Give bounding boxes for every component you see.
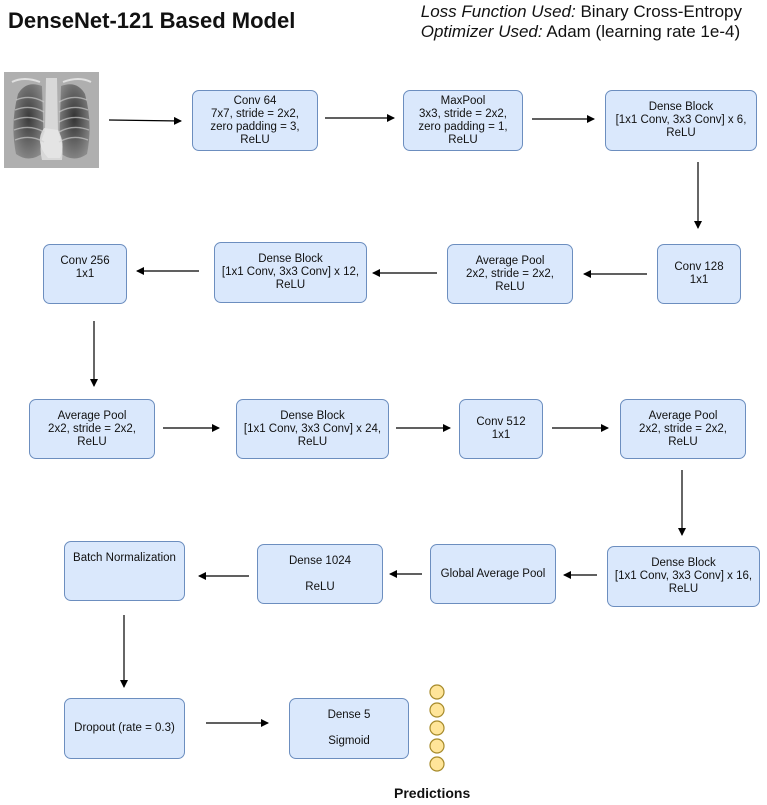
- prediction-node-5: [429, 756, 445, 772]
- node-conv256: Conv 256 1x1: [43, 244, 127, 304]
- node-dense-block-16: Dense Block [1x1 Conv, 3x3 Conv] x 16, R…: [607, 546, 760, 607]
- training-info: Loss Function Used: Binary Cross-Entropy…: [421, 2, 742, 42]
- prediction-node-1: [429, 684, 445, 700]
- loss-line: Loss Function Used: Binary Cross-Entropy: [421, 2, 742, 22]
- chest-xray-image: [4, 72, 99, 168]
- node-dense-block-6: Dense Block [1x1 Conv, 3x3 Conv] x 6, Re…: [605, 90, 757, 151]
- prediction-node-2: [429, 702, 445, 718]
- edge-xray-to-conv64: [108, 116, 182, 125]
- node-conv512: Conv 512 1x1: [459, 399, 543, 459]
- diagram-title: DenseNet-121 Based Model: [8, 8, 296, 33]
- node-avgpool-3: Average Pool 2x2, stride = 2x2, ReLU: [620, 399, 746, 459]
- node-conv64: Conv 64 7x7, stride = 2x2, zero padding …: [192, 90, 318, 151]
- node-dropout: Dropout (rate = 0.3): [64, 698, 185, 759]
- optimizer-value: Adam (learning rate 1e-4): [546, 22, 741, 41]
- prediction-node-4: [429, 738, 445, 754]
- node-dense-block-12: Dense Block [1x1 Conv, 3x3 Conv] x 12, R…: [214, 242, 367, 303]
- node-dense-1024: Dense 1024 ReLU: [257, 544, 383, 604]
- node-maxpool: MaxPool 3x3, stride = 2x2, zero padding …: [403, 90, 523, 151]
- node-avgpool-1: Average Pool 2x2, stride = 2x2, ReLU: [447, 244, 573, 304]
- loss-key: Loss Function Used:: [420, 2, 576, 21]
- node-conv128: Conv 128 1x1: [657, 244, 741, 304]
- prediction-node-3: [429, 720, 445, 736]
- loss-value: Binary Cross-Entropy: [580, 2, 742, 21]
- predictions-label: Predictions: [394, 785, 471, 801]
- node-batch-normalization: Batch Normalization: [64, 541, 185, 601]
- node-global-avg-pool: Global Average Pool: [430, 544, 556, 604]
- node-avgpool-2: Average Pool 2x2, stride = 2x2, ReLU: [29, 399, 155, 459]
- node-dense-5: Dense 5 Sigmoid: [289, 698, 409, 759]
- optimizer-key: Optimizer Used:: [420, 22, 543, 41]
- node-dense-block-24: Dense Block [1x1 Conv, 3x3 Conv] x 24, R…: [236, 399, 389, 459]
- optimizer-line: Optimizer Used: Adam (learning rate 1e-4…: [421, 22, 742, 42]
- prediction-outputs: [429, 684, 445, 772]
